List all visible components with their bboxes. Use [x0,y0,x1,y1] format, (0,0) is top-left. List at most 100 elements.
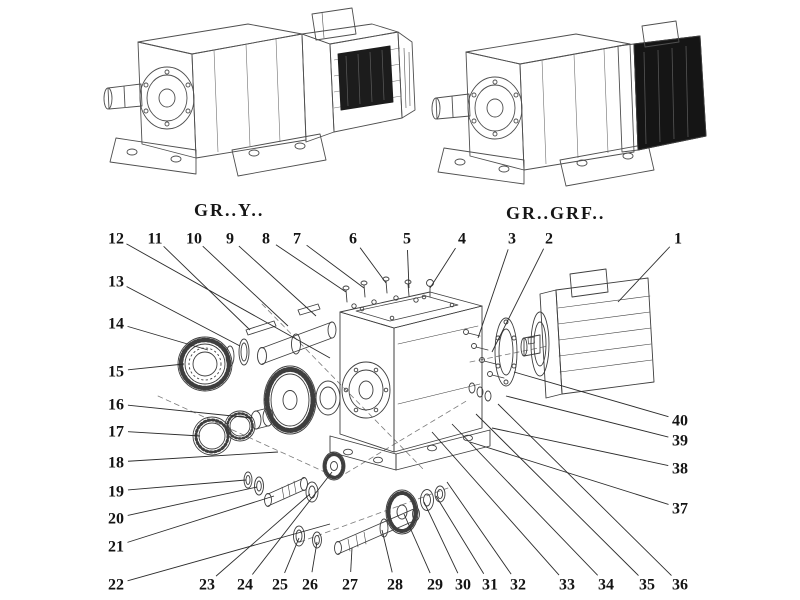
input-flange [494,317,518,387]
mid-bearing [315,380,341,416]
series-label-gr-y: GR..Y.. [194,200,265,220]
housing-bore [341,361,391,419]
part-number-29: 29 [427,577,443,594]
part-number-37: 37 [672,501,688,518]
leader-line-22 [127,523,331,582]
leader-line-19 [127,479,247,491]
part-number-23: 23 [199,577,215,594]
part-number-4: 4 [458,231,466,248]
leader-line-12 [126,243,331,359]
leader-line-36 [497,403,672,576]
housing-foot [329,435,397,471]
second-gear [385,489,419,535]
leader-line-39 [505,395,669,438]
leader-line-14 [127,325,209,351]
leader-line-18 [127,451,279,462]
part-number-30: 30 [455,577,471,594]
part-number-36: 36 [672,577,688,594]
leader-line-4 [429,247,456,289]
part-number-33: 33 [559,577,575,594]
motor [520,268,655,399]
gearbox-housing [465,33,635,171]
part-number-19: 19 [108,484,124,501]
leader-line-32 [446,481,512,575]
pinion-shaft [264,477,308,507]
leader-line-10 [202,245,289,327]
part-number-8: 8 [262,231,270,248]
part-number-40: 40 [672,413,688,430]
part-number-17: 17 [108,424,124,441]
output-shaft-exploded [245,303,337,365]
leader-line-21 [127,495,275,543]
part-number-25: 25 [272,577,288,594]
shaft-key [297,303,321,316]
part-number-7: 7 [293,231,301,248]
part-number-26: 26 [302,577,318,594]
part-number-27: 27 [342,577,358,594]
leader-line-25 [284,537,300,574]
eye-bolt [426,279,434,287]
part-number-3: 3 [508,231,516,248]
part-number-22: 22 [108,577,124,594]
mounting-feet [109,133,327,177]
output-bearings [192,407,274,456]
leader-line-17 [127,431,201,437]
output-shaft [431,93,471,120]
leader-line-31 [435,495,485,575]
large-gear [263,365,317,435]
part-number-21: 21 [108,539,124,556]
motor-windings [337,45,394,111]
part-number-6: 6 [349,231,357,248]
housing-top-bolts [342,276,434,309]
assembled-view-gr-y [103,7,416,177]
part-number-15: 15 [108,364,124,381]
leader-line-34 [451,423,599,576]
small-gear [322,451,346,481]
leader-line-5 [407,249,410,289]
housing-foot [395,429,491,471]
part-number-32: 32 [510,577,526,594]
part-number-18: 18 [108,455,124,472]
output-flange [467,76,523,140]
leader-line-30 [423,501,459,574]
motor-terminal-box [641,20,680,48]
small-washers [243,471,264,496]
part-number-34: 34 [598,577,614,594]
shaft-rings [420,485,446,511]
leader-line-2 [491,248,545,353]
assembled-view-gr-grf [431,20,707,187]
part-number-2: 2 [545,231,553,248]
part-number-35: 35 [639,577,655,594]
gearbox-housing [137,23,307,159]
leader-line-8 [275,244,347,293]
motor-dark-block [617,20,707,153]
leader-line-9 [238,245,317,317]
leader-line-40 [513,371,669,418]
leader-line-28 [381,529,393,573]
leader-line-27 [350,547,353,573]
leader-line-15 [127,363,185,371]
bearing-ring [177,336,233,392]
leader-line-23 [215,493,311,577]
motor-bolts [463,329,505,402]
leader-line-16 [127,404,253,419]
leader-line-7 [306,244,365,289]
part-number-16: 16 [108,397,124,414]
motor-shaft [523,334,541,357]
leader-line-35 [475,413,639,576]
leader-line-29 [403,513,431,574]
exploded-view [157,268,655,555]
motor-flange [530,311,550,377]
motor-terminal-box [311,7,357,41]
motor [301,7,416,143]
output-flange [139,66,195,130]
leader-line-3 [477,249,509,339]
part-number-24: 24 [237,577,253,594]
leader-line-24 [252,471,333,575]
motor-terminal-box [569,268,609,298]
part-number-39: 39 [672,433,688,450]
leader-line-20 [127,486,258,516]
leader-line-1 [617,246,671,303]
